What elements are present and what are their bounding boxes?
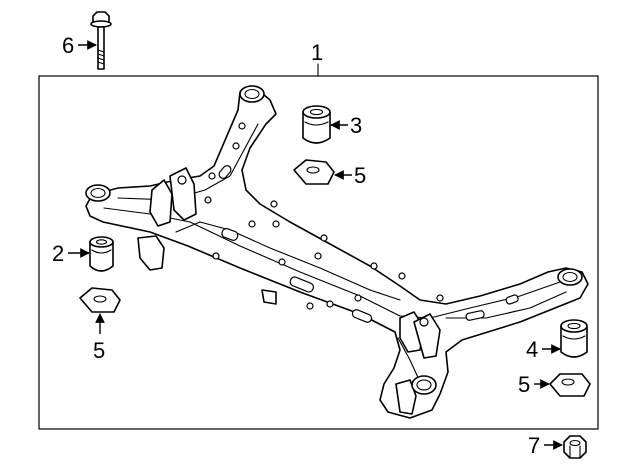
callout-7-label: 7 (528, 433, 540, 458)
callout-5-left-label: 5 (93, 338, 105, 363)
bolt-6[interactable] (90, 11, 112, 70)
plate-5-top[interactable] (293, 159, 335, 185)
callout-5-right-label: 5 (518, 372, 530, 397)
bushing-4[interactable] (560, 319, 588, 358)
callout-5-top-label: 5 (354, 163, 366, 188)
callout-6-label: 6 (62, 33, 74, 58)
subframe-crossmember[interactable] (85, 85, 589, 419)
callout-4-label: 4 (526, 337, 538, 362)
nut-7[interactable] (563, 435, 587, 459)
callout-3-label: 3 (350, 113, 362, 138)
bushing-3[interactable] (302, 105, 331, 144)
plate-5-right[interactable] (549, 373, 591, 397)
bushing-2[interactable] (89, 236, 114, 272)
callout-1-label: 1 (311, 40, 323, 65)
callout-2-label: 2 (52, 241, 64, 266)
plate-5-left[interactable] (79, 287, 121, 313)
